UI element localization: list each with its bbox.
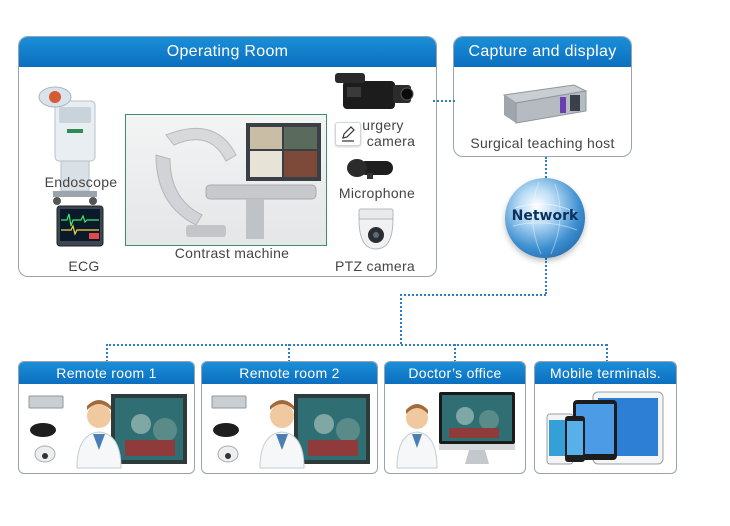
connector-drop-3 — [454, 344, 456, 362]
teaching-host-image — [502, 84, 588, 124]
doctors-office-panel: Doctor’s office — [384, 361, 526, 474]
ecg-monitor-image — [56, 205, 104, 247]
ptz-camera-image — [358, 208, 394, 250]
contrast-machine-label: Contrast machine — [174, 245, 290, 261]
remote-room-1-title: Remote room 1 — [19, 362, 194, 384]
pencil-icon — [342, 126, 355, 142]
remote-room-2-title: Remote room 2 — [202, 362, 377, 384]
capture-display-panel: Capture and display Surgical teaching ho… — [453, 36, 632, 157]
ptz-camera-label: PTZ camera — [334, 258, 415, 274]
connector-network-down — [545, 258, 547, 294]
connector-to-bus — [400, 294, 402, 344]
connector-drop-1 — [106, 344, 108, 362]
remote-room-2-doctor-screen — [259, 394, 370, 469]
surgery-camera-image — [335, 73, 414, 109]
microphone-image — [347, 159, 393, 179]
remote-room-2-devices — [211, 395, 247, 463]
connector-drop-4 — [606, 344, 608, 362]
mobile-terminals-panel: Mobile terminals. — [534, 361, 677, 474]
connector-bus — [106, 344, 607, 346]
mobile-devices-image — [546, 391, 664, 465]
endoscope-label: Endoscope — [44, 174, 118, 190]
microphone-label: Microphone — [338, 185, 416, 201]
mobile-terminals-title: Mobile terminals. — [535, 362, 676, 384]
connector-drop-2 — [288, 344, 290, 362]
surgical-teaching-host-label: Surgical teaching host — [470, 135, 615, 151]
capture-display-title: Capture and display — [454, 37, 631, 67]
doctors-office-image — [396, 392, 515, 469]
endoscope-image — [38, 86, 97, 205]
operating-room-panel: Operating Room Endoscope ECG Cont — [18, 36, 437, 277]
remote-room-1-panel: Remote room 1 — [18, 361, 195, 474]
network-label: Network — [511, 208, 579, 224]
ecg-label: ECG — [68, 258, 100, 274]
doctors-office-title: Doctor’s office — [385, 362, 525, 384]
operating-room-title: Operating Room — [19, 37, 436, 67]
globe-icon — [512, 181, 578, 255]
remote-room-2-panel: Remote room 2 — [201, 361, 378, 474]
surgery-camera-label-line1: urgery — [362, 117, 404, 133]
edit-button[interactable] — [335, 122, 361, 146]
connector-capture-to-network — [545, 157, 547, 178]
connector-network-left — [400, 294, 546, 296]
remote-room-1-doctor-screen — [76, 394, 187, 469]
remote-room-1-devices — [28, 395, 64, 463]
connector-or-to-capture — [433, 100, 455, 102]
surgery-camera-label-line2: camera — [366, 133, 416, 149]
contrast-machine-image — [125, 114, 327, 246]
network-globe: Network — [505, 178, 585, 258]
